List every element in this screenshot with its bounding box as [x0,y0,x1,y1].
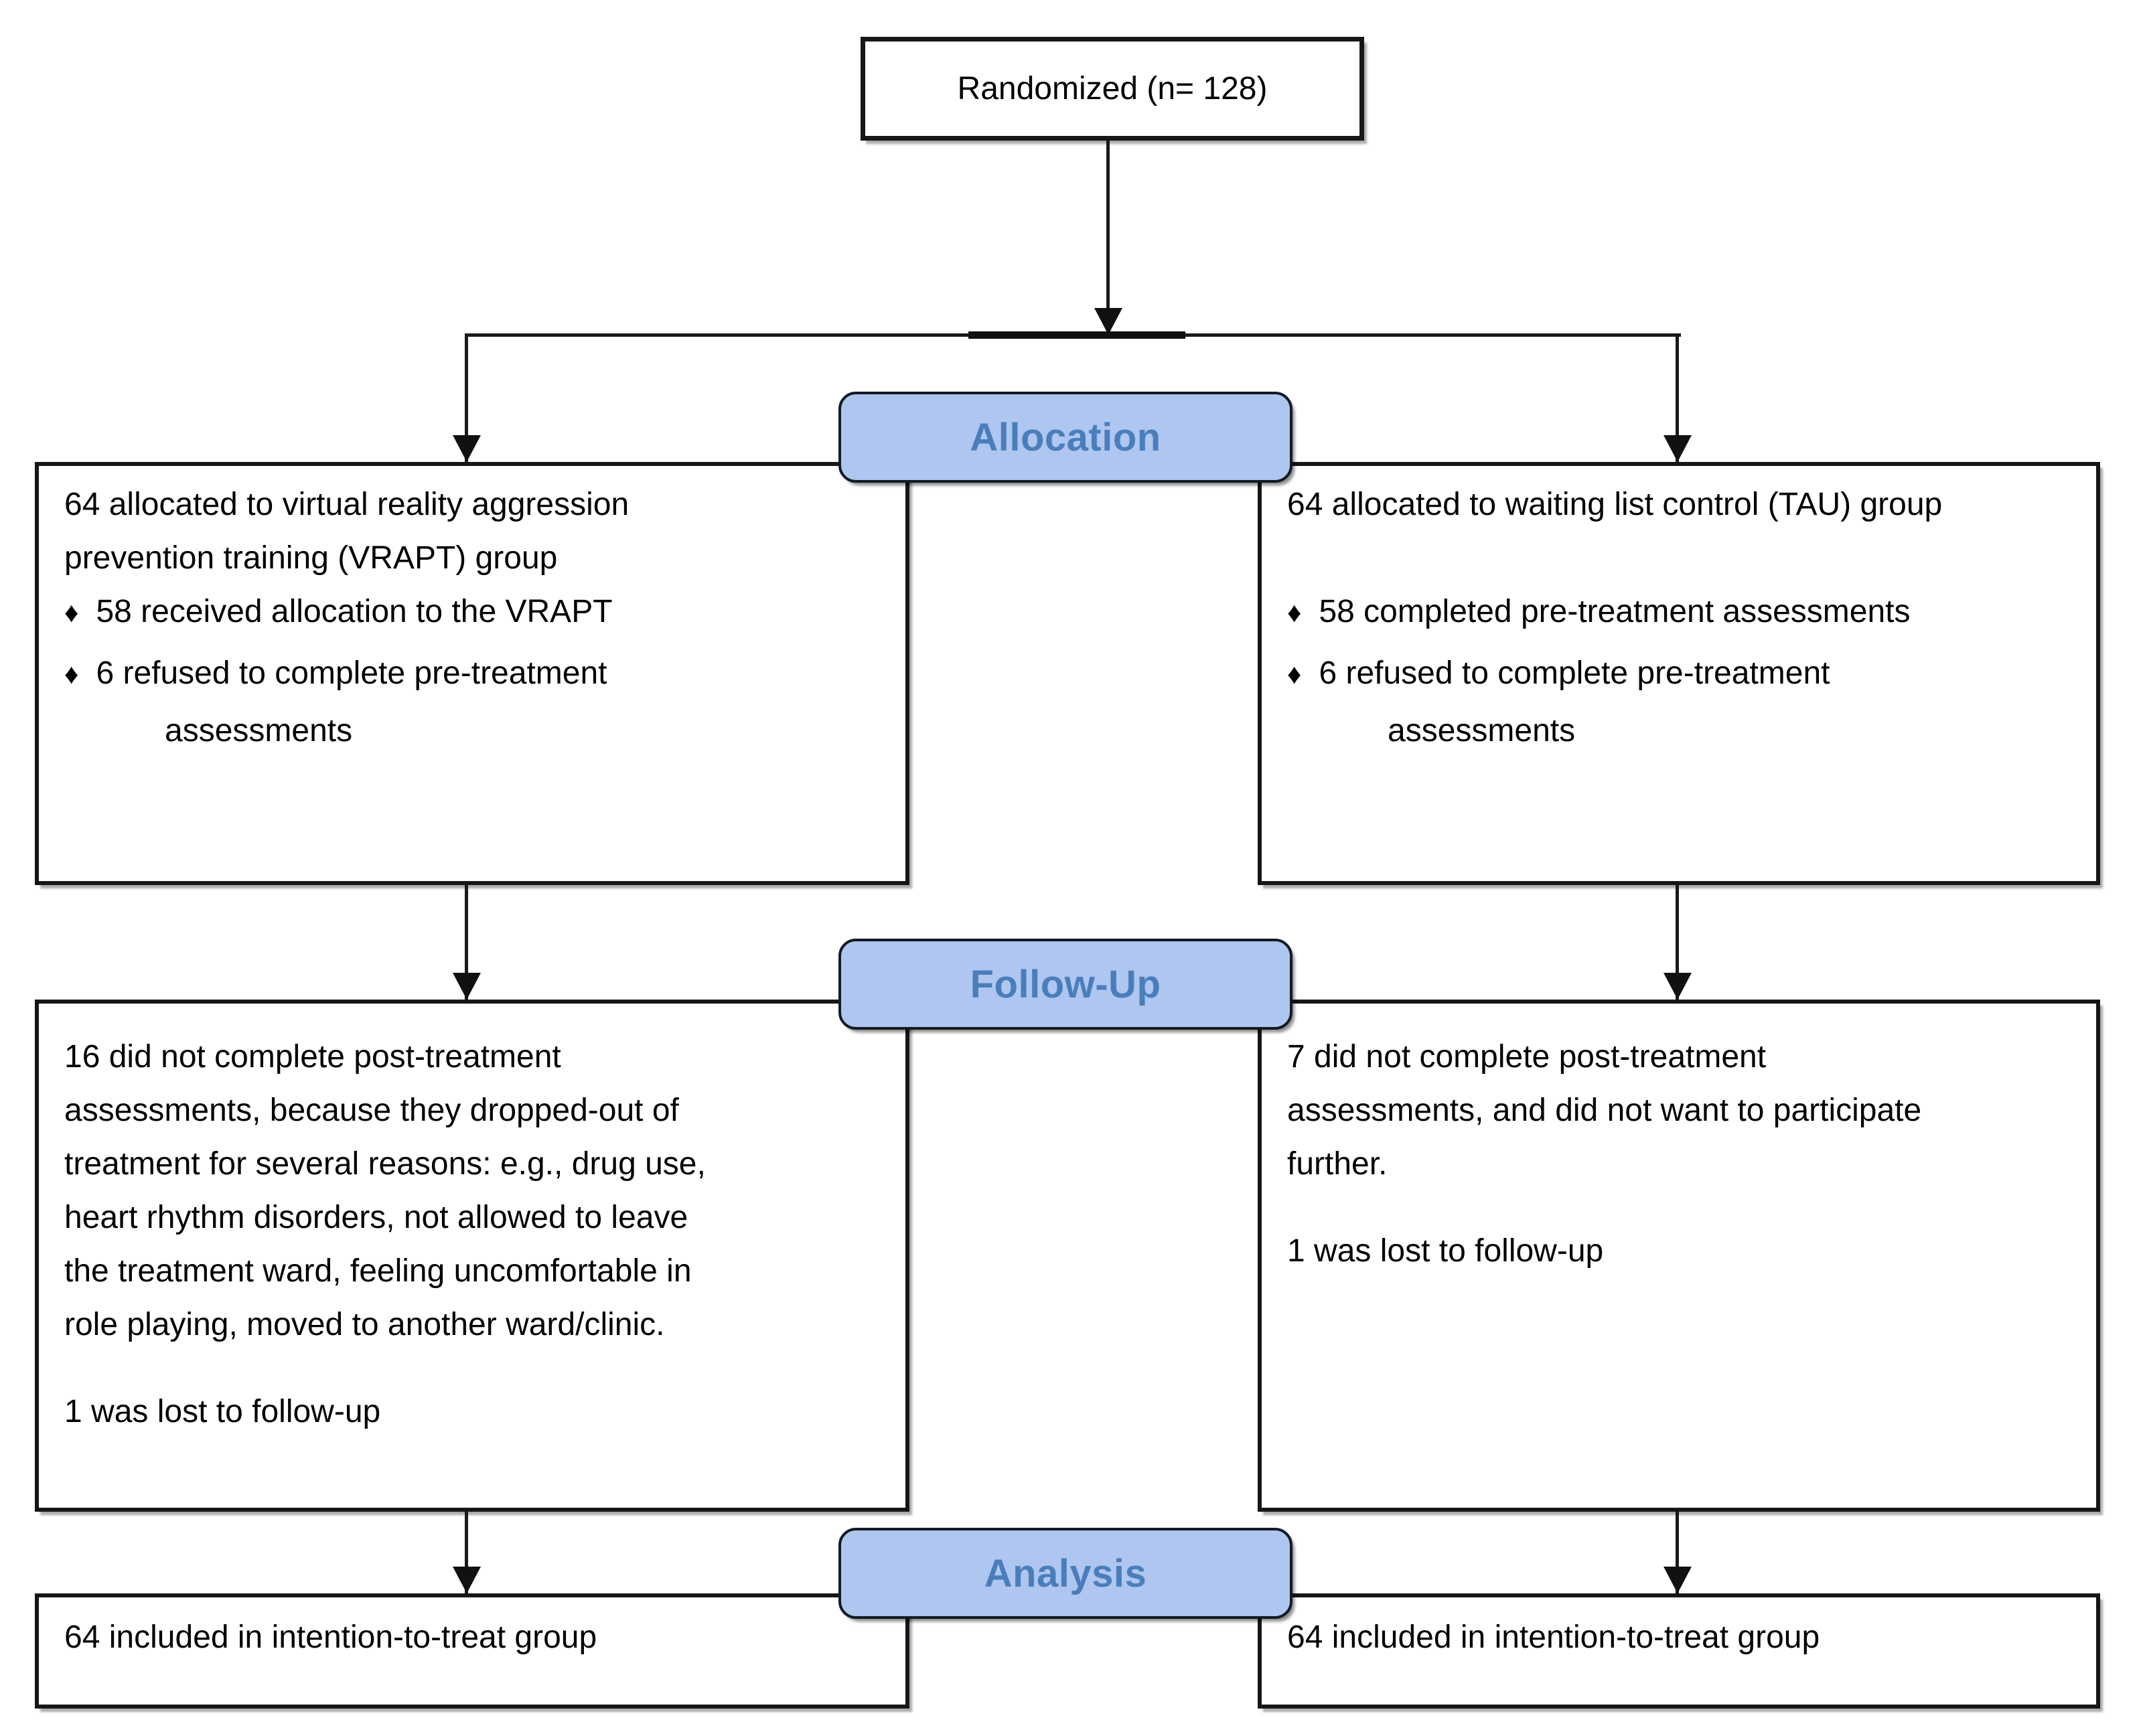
arrow-down-icon [1094,308,1122,335]
vrapt-followup-box [35,1000,909,1512]
alloc-to-followup-right-line [1676,885,1679,1000]
followup-to-analysis-right-line [1676,1512,1679,1593]
tau-analysis-box [1258,1593,2100,1709]
tau-analysis-content: 64 included in intention-to-treat group [1287,1611,2084,1664]
diamond-bullet-icon: ♦ [1287,597,1302,628]
lost-to-followup-text: 1 was lost to follow-up [64,1394,381,1429]
bullet-continuation-text: assessments [165,713,353,748]
arrow-down-icon [1664,973,1692,1000]
allocation-header-line: 64 allocated to waiting list control (TA… [1287,487,1943,522]
vrapt-analysis-content: 64 included in intention-to-treat group [64,1611,888,1664]
diamond-bullet-icon: ♦ [64,597,79,628]
followup-text-line: assessments, and did not want to partici… [1287,1093,1922,1128]
randomized-label: Randomized (n= 128) [957,71,1268,106]
tau-followup-box [1258,1000,2100,1512]
analysis-text-line: 64 included in intention-to-treat group [64,1620,597,1655]
arrow-down-icon [1664,1567,1692,1593]
arrow-down-icon [453,1567,481,1593]
arrow-down-icon [453,973,481,1000]
followup-to-analysis-left-line [465,1512,468,1593]
branch-drop-left-line [465,333,468,462]
tau-allocation-box [1258,462,2100,885]
bullet-text: 6 refused to complete pre-treatment [96,655,607,691]
arrow-down-icon [1664,435,1692,462]
followup-text-line: 7 did not complete post-treatment [1287,1039,1767,1075]
followup-stage-label: Follow-Up [970,962,1161,1006]
analysis-stage-badge: Analysis [838,1528,1292,1619]
bullet-item: ♦ 6 refused to complete pre-treatment [64,647,888,700]
tau-allocation-content: 64 allocated to waiting list control (TA… [1287,478,2084,758]
allocation-header-line: 64 allocated to virtual reality aggressi… [64,487,630,522]
vrapt-followup-content: 16 did not complete post-treatment asses… [64,1030,888,1439]
diamond-bullet-icon: ♦ [64,658,79,690]
bullet-text: 58 completed pre-treatment assessments [1319,594,1911,629]
allocation-header-line: prevention training (VRAPT) group [64,540,558,576]
vrapt-analysis-box [35,1593,909,1709]
vrapt-allocation-content: 64 allocated to virtual reality aggressi… [64,478,888,758]
followup-text-line: treatment for several reasons: e.g., dru… [64,1146,706,1182]
blank-line [1287,532,2084,585]
analysis-text-line: 64 included in intention-to-treat group [1287,1620,1820,1655]
bullet-text: 58 received allocation to the VRAPT [96,594,613,629]
bullet-item: ♦ 6 refused to complete pre-treatment [1287,647,2084,700]
bullet-item: ♦ 58 completed pre-treatment assessments [1287,585,2084,639]
analysis-stage-label: Analysis [984,1551,1147,1595]
allocation-stage-label: Allocation [970,415,1161,459]
allocation-stage-badge: Allocation [838,392,1292,483]
followup-text-line: 16 did not complete post-treatment [64,1039,561,1075]
alloc-to-followup-left-line [465,885,468,1000]
followup-text-line: further. [1287,1146,1388,1182]
diamond-bullet-icon: ♦ [1287,658,1302,690]
bullet-continuation-text: assessments [1388,713,1576,748]
vrapt-allocation-box [35,462,909,885]
lost-to-followup-text: 1 was lost to follow-up [1287,1233,1604,1269]
followup-text-line: the treatment ward, feeling uncomfortabl… [64,1253,692,1289]
followup-text-line: assessments, because they dropped-out of [64,1093,679,1128]
bullet-item: ♦ 58 received allocation to the VRAPT [64,585,888,639]
followup-text-line: heart rhythm disorders, not allowed to l… [64,1200,688,1235]
followup-text-line: role playing, moved to another ward/clin… [64,1307,665,1342]
followup-stage-badge: Follow-Up [838,939,1292,1030]
arrow-down-icon [453,435,481,462]
randomized-connector-line [1106,141,1110,335]
branch-drop-right-line [1676,333,1679,462]
tau-followup-content: 7 did not complete post-treatment assess… [1287,1030,2084,1278]
branch-line-thick-segment [968,331,1185,339]
bullet-text: 6 refused to complete pre-treatment [1319,655,1830,691]
randomized-box: Randomized (n= 128) [861,37,1364,141]
